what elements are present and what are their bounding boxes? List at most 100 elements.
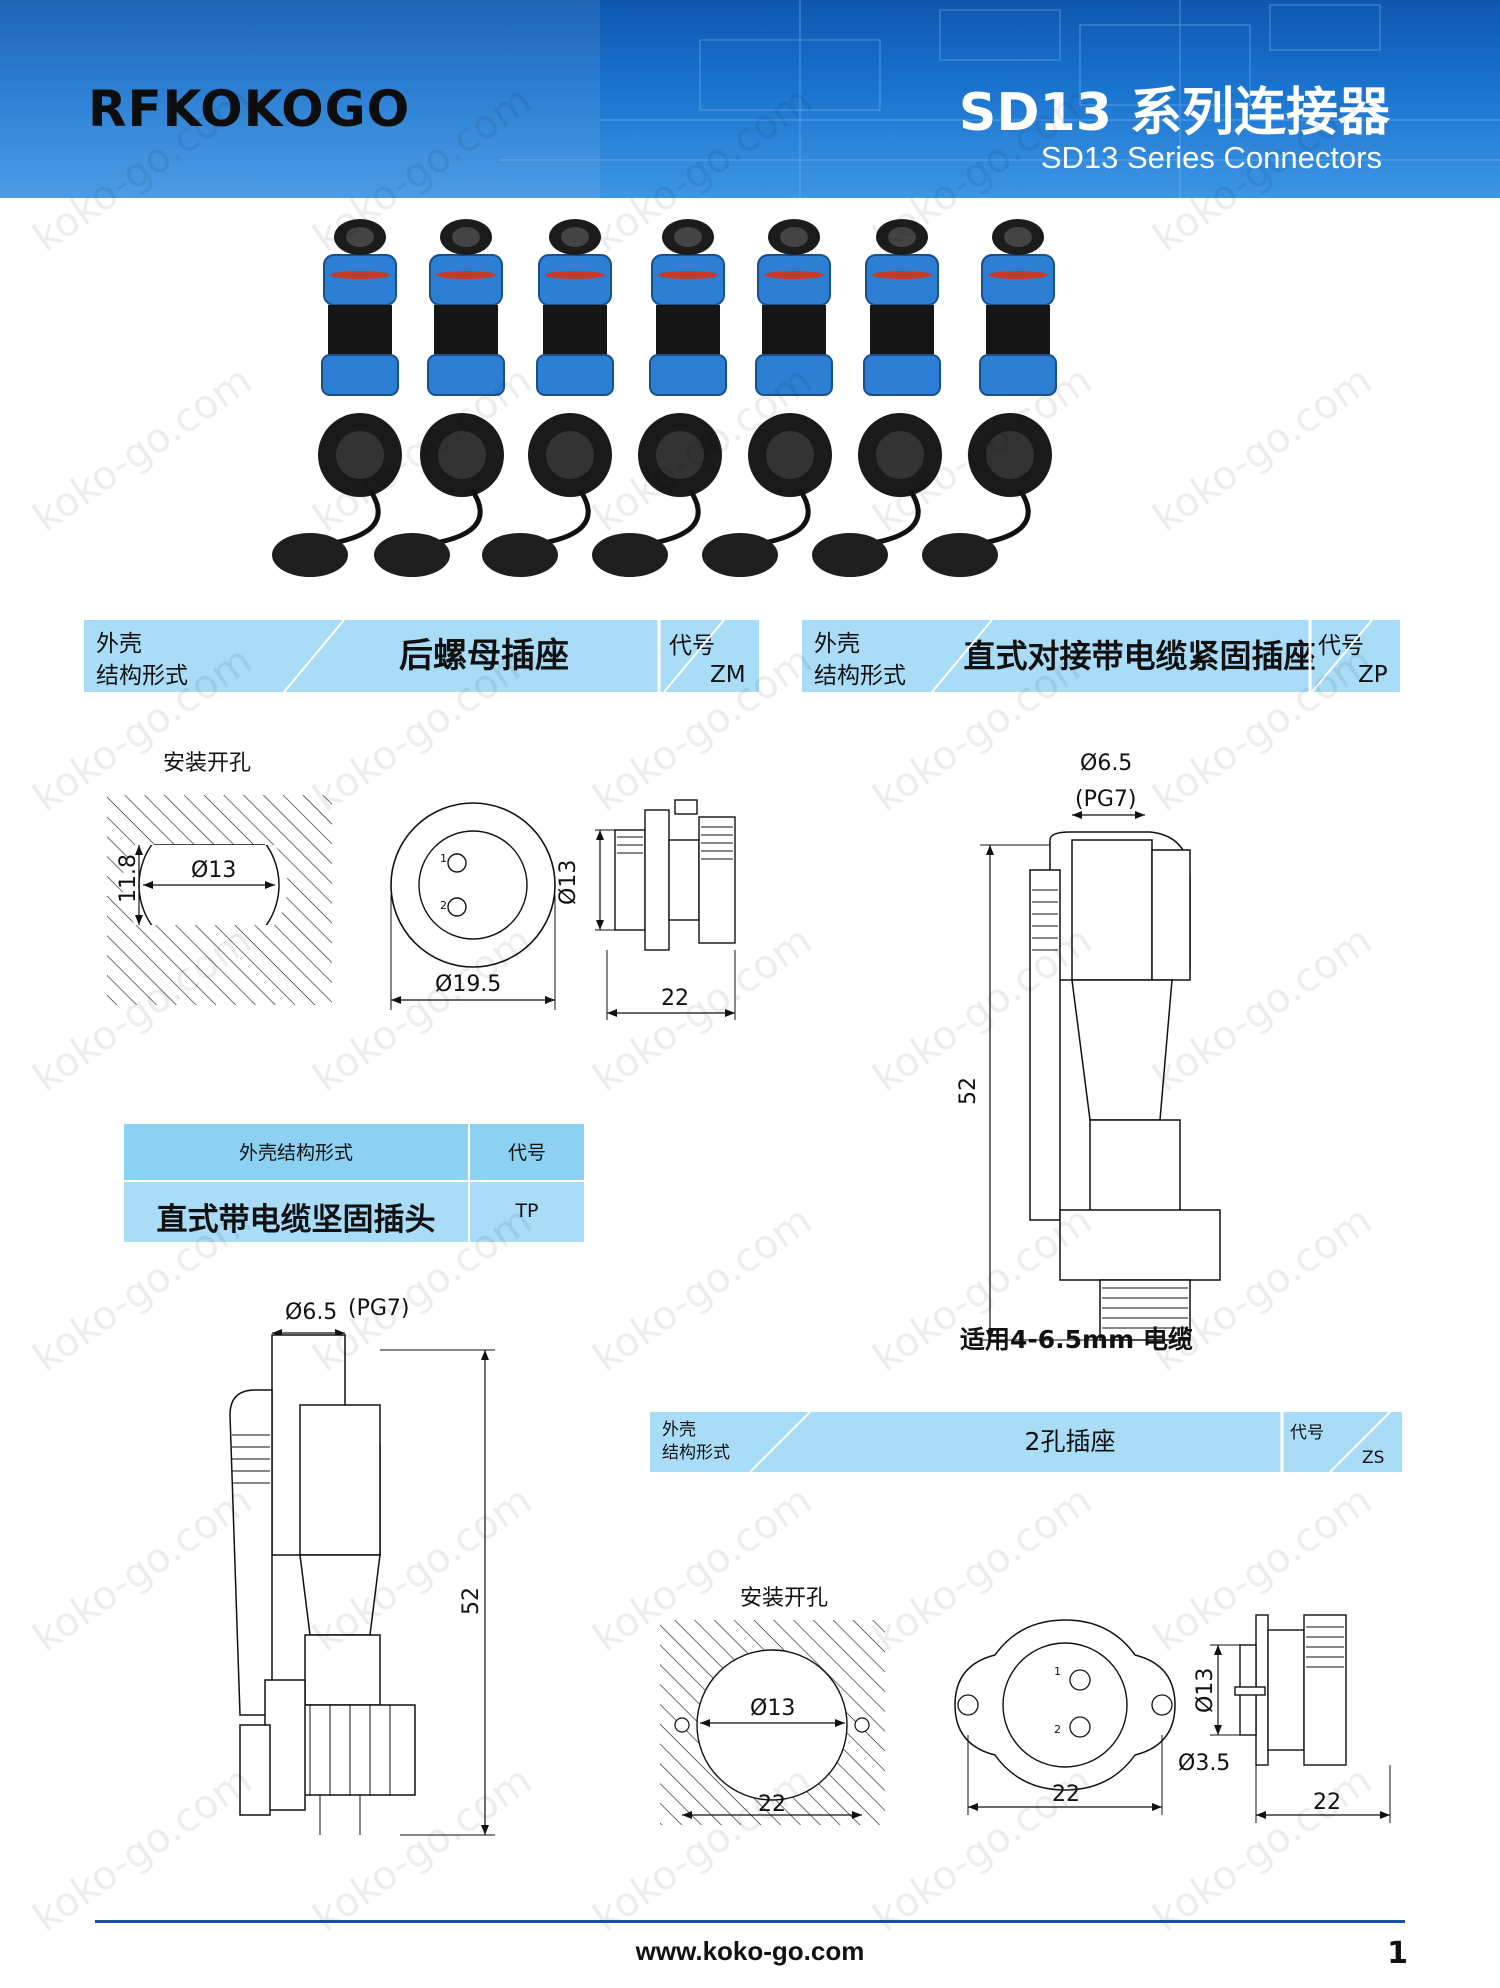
plug-cable-nut-blue [427, 354, 505, 396]
banner-code: TP [515, 1200, 539, 1222]
zm-pin-1: 1 [440, 852, 447, 865]
plug-cable-nut-blue [649, 354, 727, 396]
banner-code: ZS [1362, 1448, 1385, 1468]
zm-hole-title: 安装开孔 [163, 751, 251, 776]
socket-face [546, 431, 594, 479]
banner-product-name: 直式带电缆坚固插头 [156, 1202, 436, 1238]
banner-product-name: 后螺母插座 [399, 636, 569, 676]
plug-cable-nut-blue [755, 354, 833, 396]
zm-side-dia: Ø13 [556, 860, 581, 905]
socket-face [656, 431, 704, 479]
section-banner-zs: 外壳结构形式 2孔插座 代号 ZS [650, 1412, 1402, 1472]
plug-cable-nut-blue [863, 354, 941, 396]
zm-pin-2: 2 [440, 899, 447, 912]
zm-face-dia: Ø19.5 [435, 972, 501, 997]
plug-body [870, 305, 934, 355]
socket-face [876, 431, 924, 479]
banner-label-line2: 结构形式 [96, 663, 188, 689]
tp-length: 52 [459, 1587, 484, 1615]
section-banner-zm: 外壳结构形式 后螺母插座 代号 ZM [84, 620, 759, 692]
zp-cable-note: 适用4-6.5mm 电缆 [960, 1325, 1193, 1354]
plug-o-ring [658, 271, 718, 279]
page-subtitle: SD13 Series Connectors [1040, 140, 1382, 175]
banner-code: ZM [710, 662, 746, 688]
header-tech-pattern [0, 0, 1500, 198]
socket-face [336, 431, 384, 479]
plug-body [328, 305, 392, 355]
brand-logo: RFKOKOGO [88, 80, 411, 138]
plug-o-ring [988, 271, 1048, 279]
plug-nut-blue [981, 254, 1055, 306]
socket-face [438, 431, 486, 479]
banner-divider [749, 1412, 1391, 1472]
plug-nut-blue [323, 254, 397, 306]
socket-cap [272, 533, 348, 577]
zm-technical-drawing: 安装开孔 Ø13 11.8 1 2 Ø19.5 [107, 751, 736, 1020]
plug-nut-blue [538, 254, 612, 306]
section-table-tp: 外壳结构形式 代号 直式带电缆坚固插头 TP [124, 1124, 584, 1242]
socket-cap [702, 533, 778, 577]
plug-pin-face [780, 227, 808, 247]
socket-cap [592, 533, 668, 577]
zp-length: 52 [956, 1077, 981, 1105]
banner-label-line1: 外壳 [96, 631, 142, 657]
banner-label-line2: 结构形式 [662, 1443, 730, 1463]
page-number: 1 [1387, 1936, 1408, 1971]
zs-hole-dia: Ø13 [750, 1696, 795, 1721]
banner-label-line2: 结构形式 [814, 663, 906, 689]
plug-pin-face [346, 227, 374, 247]
zm-hole-dia: Ø13 [191, 858, 236, 883]
plug-nut-blue [757, 254, 831, 306]
banner-code-label: 代号 [1290, 1423, 1324, 1443]
zs-side-dia: Ø13 [1193, 1668, 1218, 1713]
tp-technical-drawing: Ø6.5 (PG7) 52 [229, 1296, 495, 1836]
plug-body [656, 305, 720, 355]
connector-product-photo [272, 219, 1057, 577]
page-title: SD13 系列连接器 [958, 83, 1390, 143]
banner-code: ZP [1358, 662, 1388, 688]
zs-hole-title: 安装开孔 [740, 1586, 828, 1611]
socket-cap [922, 533, 998, 577]
zp-pg: (PG7) [1075, 787, 1136, 812]
zs-flange-width: 22 [1052, 1782, 1080, 1807]
plug-o-ring [436, 271, 496, 279]
plug-o-ring [764, 271, 824, 279]
zs-mount-hole: Ø3.5 [1178, 1751, 1230, 1776]
table-header-label: 外壳结构形式 [238, 1142, 353, 1164]
plug-nut-blue [429, 254, 503, 306]
socket-cap [812, 533, 888, 577]
zm-length: 22 [661, 986, 689, 1011]
plug-pin-face [452, 227, 480, 247]
footer-url: www.koko-go.com [635, 1936, 865, 1966]
zp-cable-dia: Ø6.5 [1080, 751, 1132, 776]
plug-o-ring [330, 271, 390, 279]
tp-pg: (PG7) [348, 1296, 409, 1321]
socket-face [986, 431, 1034, 479]
plug-nut-blue [865, 254, 939, 306]
plug-body [986, 305, 1050, 355]
plug-pin-face [888, 227, 916, 247]
banner-product-name: 直式对接带电缆紧固插座 [963, 637, 1316, 675]
zs-length: 22 [1313, 1790, 1341, 1815]
watermark-text: koko-go.com [585, 1197, 820, 1381]
zm-flat-dim: 11.8 [116, 854, 141, 903]
plug-nut-blue [651, 254, 725, 306]
zs-pin-2: 2 [1054, 1723, 1061, 1736]
socket-face [766, 431, 814, 479]
plug-pin-face [1004, 227, 1032, 247]
banner-code-label: 代号 [669, 633, 715, 659]
banner-product-name: 2孔插座 [1024, 1427, 1116, 1456]
plug-cable-nut-blue [321, 354, 399, 396]
page-header: RFKOKOGO SD13 系列连接器 SD13 Series Connecto… [0, 0, 1500, 198]
tp-cable-dia: Ø6.5 [285, 1300, 337, 1325]
plug-body [543, 305, 607, 355]
plug-cable-nut-blue [536, 354, 614, 396]
section-banner-zp: 外壳结构形式 直式对接带电缆紧固插座 代号 ZP [802, 620, 1400, 692]
socket-cap [374, 533, 450, 577]
zp-technical-drawing: Ø6.5 (PG7) 52 [956, 751, 1221, 1341]
zs-technical-drawing: 安装开孔 Ø13 22 1 2 22 [660, 1586, 1391, 1825]
banner-label-line1: 外壳 [814, 631, 860, 657]
plug-body [762, 305, 826, 355]
plug-body [434, 305, 498, 355]
